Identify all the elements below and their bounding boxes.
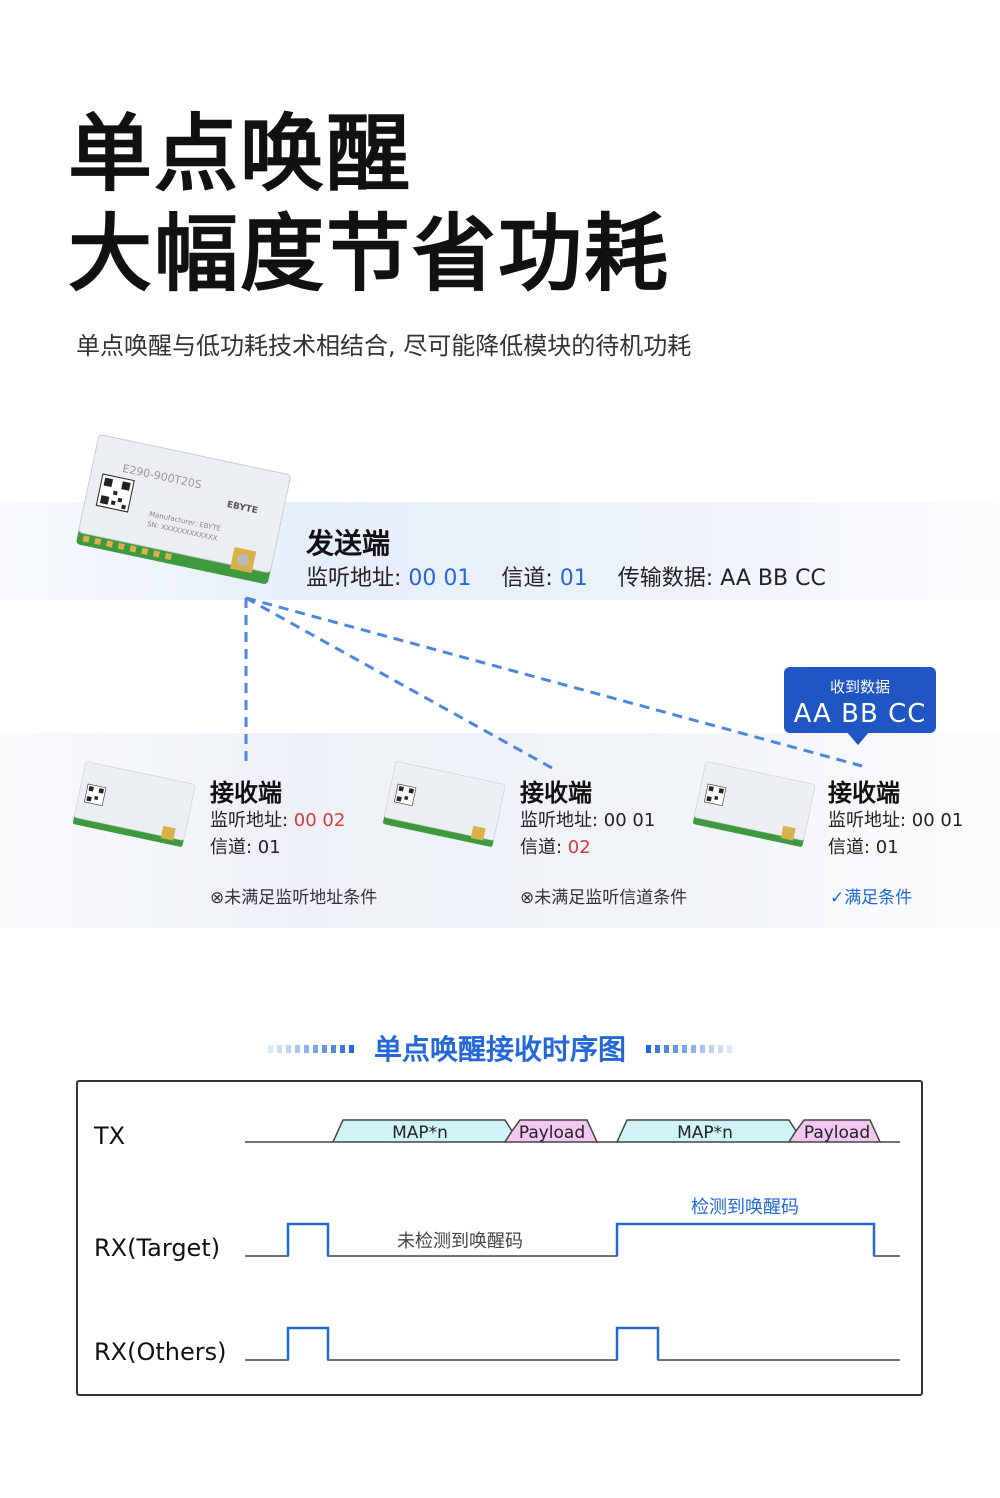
receiver-3-status: ✓满足条件	[830, 883, 912, 908]
receiver-1-addr: 监听地址: 00 02	[210, 806, 345, 832]
annotation-not-detected: 未检测到唤醒码	[397, 1231, 523, 1252]
receiver-3-module-image	[693, 761, 816, 847]
sender-title: 发送端	[306, 527, 391, 560]
tx-packet-label-2: Payload	[519, 1123, 585, 1143]
tx-packet-map-2	[615, 1119, 797, 1143]
receiver-1-addr-label: 监听地址:	[210, 810, 294, 831]
signal-label-rx-others: RX(Others)	[94, 1338, 227, 1366]
receiver-2-chan-value: 02	[567, 837, 591, 858]
receiver-3-chan-label: 信道:	[828, 837, 876, 858]
receiver-3-chan-value: 01	[875, 837, 899, 858]
receiver-2-status-text: 未满足监听信道条件	[534, 888, 688, 908]
annotation-detected: 检测到唤醒码	[691, 1197, 799, 1218]
rx-others-waveform	[245, 1327, 900, 1361]
sender-chan-value: 01	[559, 566, 588, 591]
receiver-1-module-image	[73, 761, 196, 847]
receiver-3-addr-label: 监听地址:	[828, 810, 912, 831]
rx-target-active-1	[286, 1222, 330, 1256]
receiver-3-status-text: 满足条件	[844, 888, 913, 908]
page-title-line2: 大幅度节省功耗	[68, 205, 671, 303]
receiver-1-status-text: 未满足监听地址条件	[224, 888, 378, 908]
check-circle-icon: ✓	[830, 888, 845, 908]
receiver-2-addr-value: 00 01	[603, 810, 656, 831]
receiver-1-status: ⊗未满足监听地址条件	[210, 883, 377, 908]
bubble-label: 收到数据	[829, 678, 890, 696]
signal-label-rx-target: RX(Target)	[94, 1234, 221, 1262]
bubble-tail	[846, 731, 870, 745]
receiver-2-addr-label: 监听地址:	[520, 810, 604, 831]
receiver-3-addr: 监听地址: 00 01	[828, 806, 963, 832]
receiver-1-chan-label: 信道:	[210, 837, 258, 858]
timing-diagram-frame	[76, 1080, 923, 1396]
receiver-2-title: 接收端	[520, 779, 592, 807]
heading-dots-left	[268, 1045, 354, 1053]
tx-packet-payload-2	[787, 1119, 882, 1143]
rx-target-active-2	[615, 1222, 876, 1256]
sender-addr-value: 00 01	[408, 566, 472, 591]
tx-packet-payload-1	[503, 1119, 599, 1143]
tx-packet-label-4: Payload	[804, 1123, 870, 1143]
receiver-2-chan: 信道: 02	[520, 833, 591, 859]
bubble-data: AA BB CC	[793, 699, 927, 729]
sender-data-value: AA BB CC	[720, 566, 826, 591]
receiver-3-chan: 信道: 01	[828, 833, 899, 859]
tx-packet-map-1	[331, 1119, 513, 1143]
receiver-1-addr-value: 00 02	[293, 810, 346, 831]
receiver-2-status: ⊗未满足监听信道条件	[520, 883, 687, 908]
signal-label-tx: TX	[94, 1122, 126, 1150]
receiver-2-chan-label: 信道:	[520, 837, 568, 858]
receiver-1-title: 接收端	[210, 779, 282, 807]
receiver-3-title: 接收端	[828, 779, 900, 807]
link-receiver-2	[245, 596, 553, 770]
page-subtitle: 单点唤醒与低功耗技术相结合, 尽可能降低模块的待机功耗	[76, 332, 692, 360]
receiver-2-addr: 监听地址: 00 01	[520, 806, 655, 832]
receiver-1-chan-value: 01	[257, 837, 281, 858]
tx-packet-label-3: MAP*n	[677, 1123, 733, 1143]
timing-diagram-heading: 单点唤醒接收时序图	[373, 1033, 626, 1066]
tx-packet-label-1: MAP*n	[392, 1123, 448, 1143]
rx-target-waveform	[245, 1223, 900, 1257]
rx-others-active-2	[615, 1326, 660, 1360]
receiver-3-addr-value: 00 01	[911, 810, 964, 831]
page-title-line1: 单点唤醒	[68, 105, 413, 203]
cross-circle-icon: ⊗	[520, 888, 535, 908]
sender-chan-label: 信道:	[501, 566, 560, 591]
heading-dots-right	[646, 1045, 732, 1053]
sender-module-image	[76, 434, 291, 584]
link-receiver-3	[245, 596, 863, 768]
received-data-bubble: 收到数据 AA BB CC	[784, 667, 936, 733]
sender-data-label: 传输数据:	[617, 566, 721, 591]
sender-addr-label: 监听地址:	[306, 566, 409, 591]
connection-lines	[244, 596, 863, 770]
sender-info: 监听地址: 00 01 信道: 01 传输数据: AA BB CC	[306, 560, 826, 592]
receiver-1-chan: 信道: 01	[210, 833, 281, 859]
cross-circle-icon: ⊗	[210, 888, 225, 908]
rx-others-active-1	[286, 1326, 330, 1360]
receiver-2-module-image	[383, 761, 506, 847]
